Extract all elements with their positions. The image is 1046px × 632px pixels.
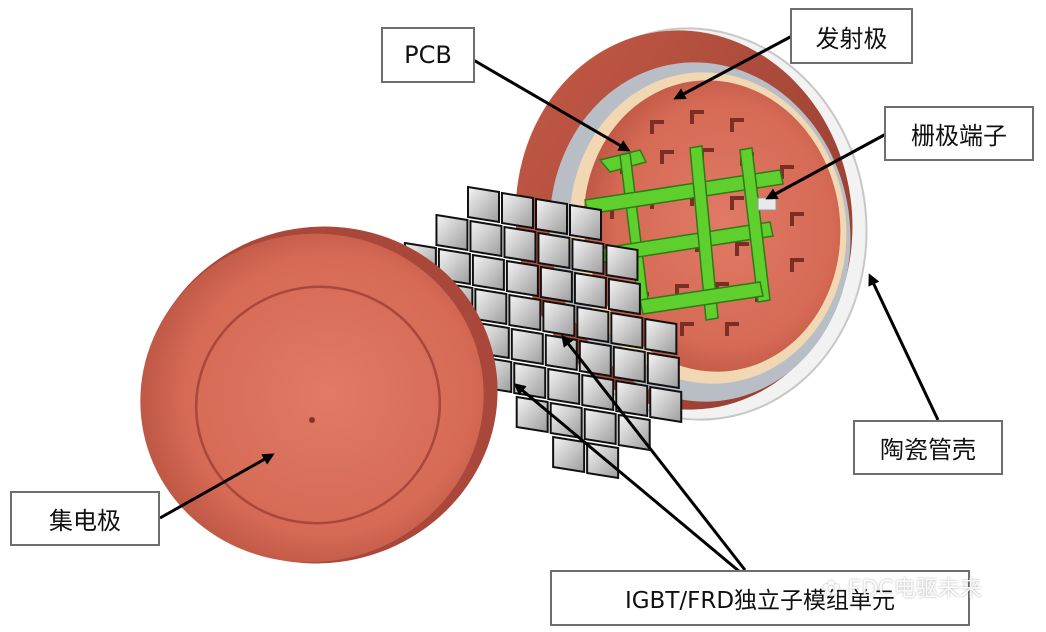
chip-cell (508, 293, 542, 332)
chip-cell (435, 213, 469, 252)
chip-cell (513, 361, 547, 400)
label-igbt-frd-units-text: IGBT/FRD独立子模组单元 (624, 588, 896, 614)
chip-cell (578, 339, 612, 378)
chip-cell (617, 413, 651, 452)
chip-cell (469, 219, 503, 258)
label-collector: 集电极 (10, 491, 160, 546)
collector-disc-groove (194, 285, 442, 525)
chip-cell (467, 185, 500, 224)
chip-cell (539, 265, 573, 304)
chip-cell (605, 243, 639, 282)
chip-cell (471, 253, 505, 292)
label-pcb: PCB (381, 27, 475, 83)
label-igbt-frd-units: IGBT/FRD独立子模组单元 (550, 570, 970, 626)
chip-cell (581, 373, 615, 412)
chip-cell (583, 407, 617, 446)
arrow-chips-1 (561, 334, 747, 571)
label-ceramic-housing-text: 陶瓷管壳 (880, 436, 976, 464)
chip-cell (515, 395, 549, 434)
chip-cell (501, 191, 534, 230)
chip-cell (644, 317, 678, 356)
arrow-collector (159, 453, 275, 520)
chip-cell (537, 231, 571, 270)
chip-cell (612, 345, 646, 384)
chip-cell (549, 401, 583, 440)
leader-arrows (159, 34, 940, 574)
label-ceramic-housing: 陶瓷管壳 (853, 420, 1003, 475)
label-collector-text: 集电极 (49, 507, 121, 535)
arrow-ceramic-housing (868, 273, 940, 421)
chip-cell (503, 225, 537, 264)
chip-cell (544, 333, 578, 372)
chip-cell (510, 327, 544, 366)
chip-cell (547, 367, 581, 406)
chip-cell (505, 259, 539, 298)
collector-center-dot (309, 417, 315, 423)
arrow-chips-2 (513, 383, 741, 574)
pcb-board (584, 145, 784, 321)
chip-cell (571, 237, 605, 276)
chip-cell (569, 203, 602, 242)
chip-cell (535, 197, 568, 236)
chip-cell (474, 287, 508, 326)
chip-cell (649, 385, 683, 424)
arrow-emitter (673, 34, 793, 100)
chip-cell (615, 379, 649, 418)
chip-cell (610, 311, 644, 350)
chip-cell (607, 277, 641, 316)
chip-cell (552, 435, 586, 474)
label-emitter-text: 发射极 (815, 24, 888, 53)
arrow-pcb (469, 56, 631, 152)
chip-cell (542, 299, 576, 338)
label-pcb-text: PCB (404, 41, 452, 69)
label-emitter: 发射极 (790, 8, 913, 64)
chip-cell (573, 271, 607, 310)
label-gate-terminal: 栅极端子 (884, 106, 1034, 161)
arrow-gate-terminal (765, 132, 887, 200)
label-gate-terminal-text: 栅极端子 (911, 122, 1007, 150)
chip-cell (646, 351, 680, 390)
gate-terminal (757, 197, 777, 211)
chip-cell (576, 305, 610, 344)
